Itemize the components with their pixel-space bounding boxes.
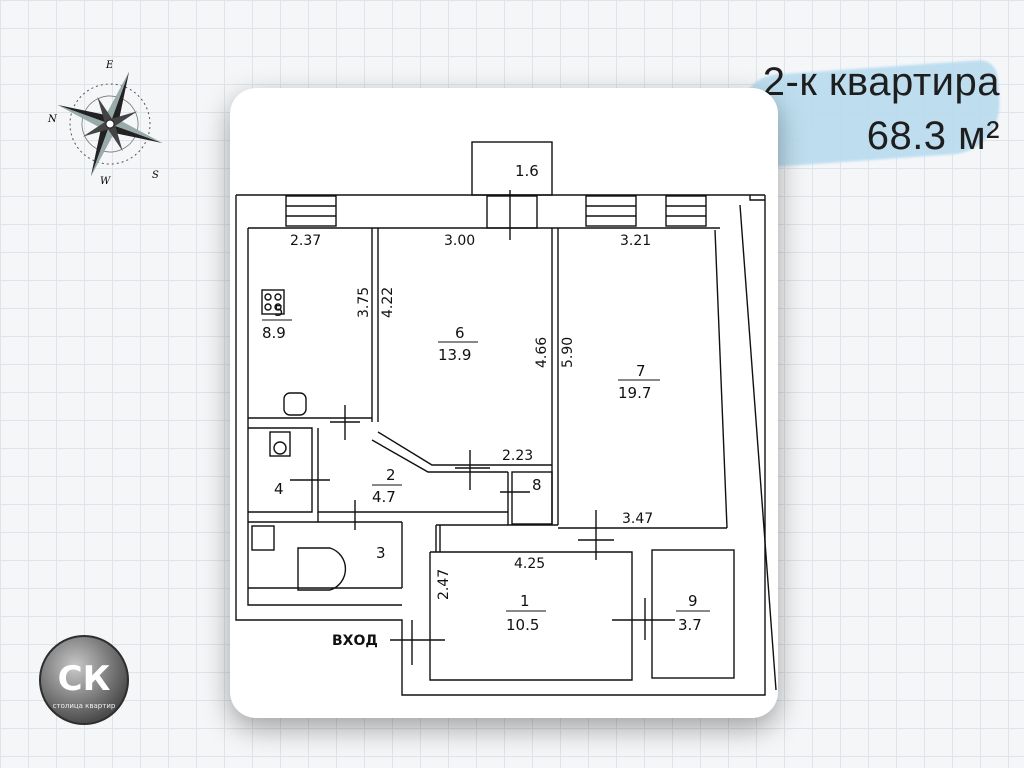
- dim-2-37: 2.37: [290, 233, 321, 249]
- room-6-area: 13.9: [438, 346, 471, 364]
- room-9-number: 9: [688, 592, 698, 610]
- room-1-number: 1: [520, 592, 530, 610]
- compass-n: N: [47, 114, 58, 125]
- dim-5-90: 5.90: [560, 337, 576, 368]
- room-2-area: 4.7: [372, 488, 396, 506]
- room-5-number: 5: [274, 302, 284, 320]
- room-4-number: 4: [274, 480, 284, 498]
- dim-4-66: 4.66: [534, 337, 550, 368]
- logo-mark: СК: [58, 659, 111, 699]
- company-logo: СК столица квартир: [39, 635, 129, 725]
- apartment-type: 2-к квартира: [762, 60, 1000, 104]
- compass-rose-icon: E S N W: [47, 60, 163, 187]
- listing-title: 2-к квартира 68.3 м²: [737, 52, 1010, 170]
- logo-caption: столица квартир: [53, 702, 116, 710]
- entrance-label: ВХОД: [332, 633, 378, 649]
- dim-3-21: 3.21: [620, 233, 651, 249]
- apartment-area: 68.3 м²: [866, 114, 1000, 158]
- room-3-number: 3: [376, 544, 386, 562]
- room-7-number: 7: [636, 362, 646, 380]
- room-8-number: 8: [532, 476, 542, 494]
- dim-2-47: 2.47: [436, 569, 452, 600]
- compass-s: S: [152, 170, 159, 181]
- room-5-area: 8.9: [262, 324, 286, 342]
- floor-plan: 2.37 3.00 3.21 3.75 4.22 4.66 5.90 2.23 …: [235, 141, 777, 696]
- dim-2-23: 2.23: [502, 448, 533, 464]
- room-2-number: 2: [386, 466, 396, 484]
- dim-4-22: 4.22: [380, 287, 396, 318]
- dim-3-75: 3.75: [356, 287, 372, 318]
- dim-3-47: 3.47: [622, 511, 653, 527]
- room-1-area: 10.5: [506, 616, 539, 634]
- room-7-area: 19.7: [618, 384, 651, 402]
- room-6-number: 6: [455, 324, 465, 342]
- balcony-area: 1.6: [515, 162, 539, 180]
- compass-w: W: [100, 176, 111, 187]
- dim-4-25: 4.25: [514, 556, 545, 572]
- room-9-area: 3.7: [678, 616, 702, 634]
- dim-3-00: 3.00: [444, 233, 475, 249]
- floor-plan-card: 2.37 3.00 3.21 3.75 4.22 4.66 5.90 2.23 …: [230, 88, 778, 718]
- compass-e: E: [105, 60, 114, 71]
